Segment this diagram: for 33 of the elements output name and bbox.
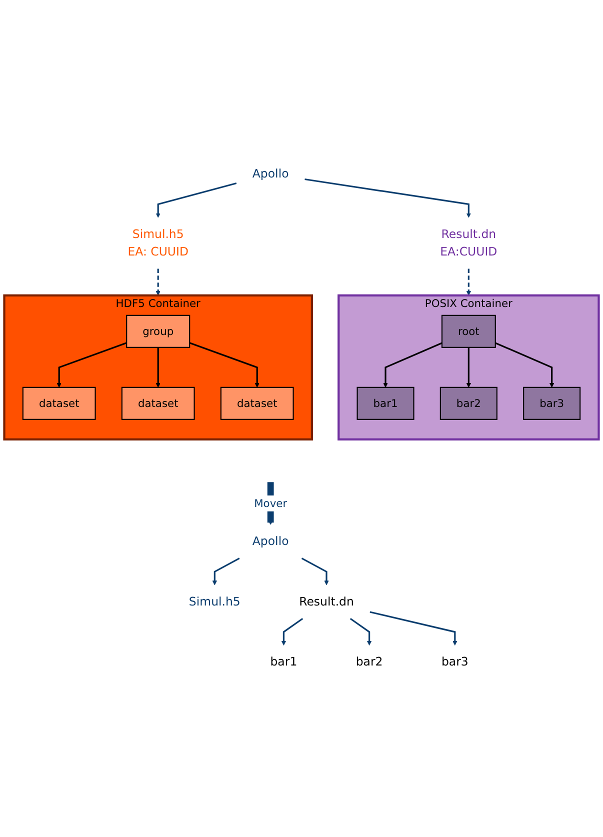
node-text: Result.dn: [299, 596, 354, 609]
node-text: Apollo: [252, 168, 289, 182]
arrow: [281, 618, 304, 646]
arrow: [301, 558, 329, 586]
node-box: group: [126, 315, 190, 348]
arrow: [212, 558, 240, 586]
node-box: root: [441, 315, 496, 348]
arrow: [56, 342, 127, 388]
node-box: bar1: [356, 387, 414, 420]
node-text: Apollo: [252, 535, 289, 549]
arrow: [495, 342, 554, 388]
node-box: dataset: [121, 387, 195, 420]
edge-label: Mover: [254, 497, 288, 510]
node-box: dataset: [220, 387, 294, 420]
node-box: bar2: [440, 387, 498, 420]
node-text: Result.dn EA:CUUID: [440, 228, 498, 260]
node-text: bar1: [270, 656, 298, 670]
arrow: [466, 269, 472, 296]
arrow: [156, 348, 160, 388]
arrow: [383, 342, 442, 388]
arrow: [189, 342, 260, 388]
arrow: [370, 612, 458, 646]
node-text: bar3: [441, 656, 468, 670]
node-text: Simul.h5 EA: CUUID: [128, 228, 188, 260]
node-box: bar3: [523, 387, 581, 420]
arrow: [466, 348, 472, 388]
arrow: [156, 269, 160, 296]
node-text: bar2: [356, 656, 383, 670]
arrow: [156, 182, 237, 218]
node-box: dataset: [22, 387, 96, 420]
arrow: [350, 618, 372, 646]
node-text: Simul.h5: [188, 596, 240, 609]
arrow: [304, 178, 472, 218]
